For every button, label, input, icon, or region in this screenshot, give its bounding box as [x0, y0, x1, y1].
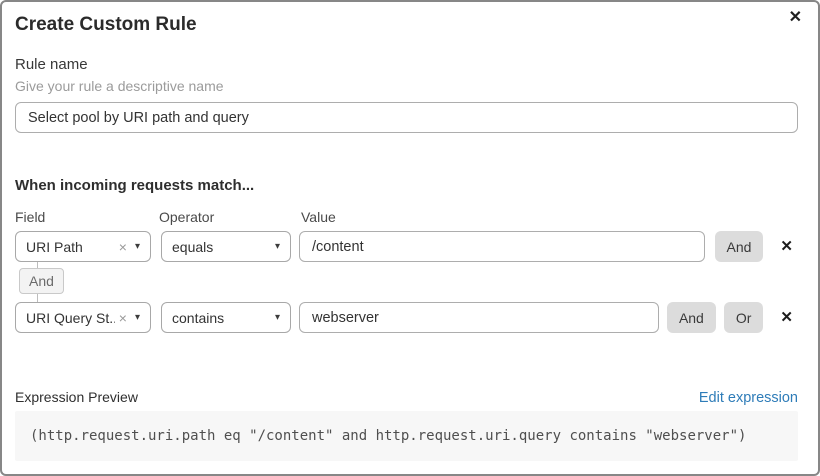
field-select[interactable]: URI Query St... × ▾ [15, 302, 151, 333]
column-label-operator: Operator [159, 209, 215, 225]
chevron-down-icon: ▾ [134, 312, 140, 323]
rule-name-label: Rule name [15, 56, 88, 73]
match-section: When incoming requests match... Field Op… [15, 177, 798, 333]
field-select[interactable]: URI Path × ▾ [15, 231, 151, 262]
condition-row: URI Query St... × ▾ contains ▾ And Or ✕ [15, 302, 798, 333]
expression-preview-label: Expression Preview [15, 389, 138, 405]
condition-connector: And [15, 262, 798, 302]
rule-name-hint: Give your rule a descriptive name [15, 78, 224, 94]
column-label-field: Field [15, 209, 46, 225]
connector-line [37, 294, 38, 302]
match-heading: When incoming requests match... [15, 177, 255, 194]
add-and-condition-button[interactable]: And [666, 302, 716, 333]
expression-code: (http.request.uri.path eq "/content" and… [15, 411, 798, 461]
value-input[interactable] [299, 231, 705, 262]
chevron-down-icon: ▾ [274, 241, 280, 252]
expression-section: Expression Preview Edit expression (http… [15, 389, 798, 461]
connector-line [37, 262, 38, 268]
column-label-value: Value [301, 209, 336, 225]
operator-select-value: equals [172, 238, 214, 255]
close-icon[interactable]: ✕ [785, 8, 806, 28]
field-select-value: URI Path [26, 238, 83, 255]
field-select-value: URI Query St... [26, 309, 115, 326]
condition-row: URI Path × ▾ equals ▾ And ✕ [15, 231, 798, 262]
rule-name-input[interactable] [15, 102, 798, 133]
connector-and-badge: And [19, 268, 64, 294]
operator-select[interactable]: contains ▾ [161, 302, 291, 333]
edit-expression-link[interactable]: Edit expression [698, 390, 798, 406]
chevron-down-icon: ▾ [134, 241, 140, 252]
clear-selection-icon[interactable]: × [118, 238, 127, 255]
chevron-down-icon: ▾ [274, 312, 280, 323]
clear-selection-icon[interactable]: × [118, 309, 127, 326]
remove-condition-icon[interactable]: ✕ [775, 310, 798, 325]
rule-name-section: Rule name Give your rule a descriptive n… [15, 56, 798, 133]
remove-condition-icon[interactable]: ✕ [775, 239, 798, 254]
value-input[interactable] [299, 302, 659, 333]
add-or-condition-button[interactable]: Or [723, 302, 764, 333]
add-and-condition-button[interactable]: And [714, 231, 764, 262]
condition-column-headers: Field Operator Value [15, 209, 798, 225]
operator-select[interactable]: equals ▾ [161, 231, 291, 262]
dialog-title: Create Custom Rule [15, 14, 197, 35]
operator-select-value: contains [172, 309, 225, 326]
